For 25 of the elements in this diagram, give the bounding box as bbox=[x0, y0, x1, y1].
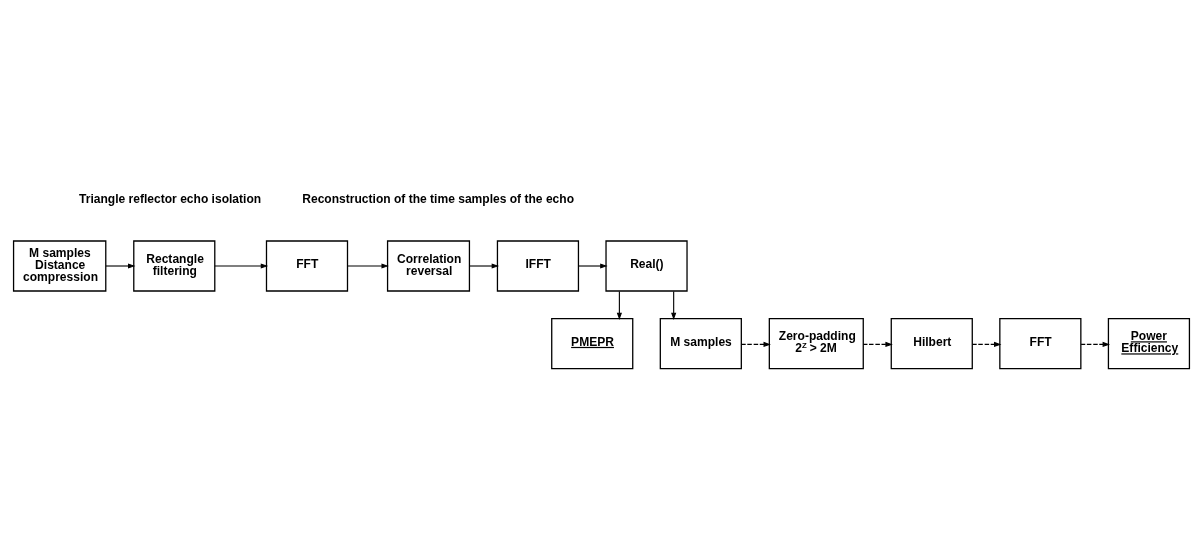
node-box: M samples Distance compression bbox=[12, 240, 107, 292]
node-box: FFT bbox=[265, 240, 349, 292]
arrow bbox=[214, 263, 269, 269]
node-box: FFT bbox=[999, 317, 1082, 370]
arrow bbox=[469, 263, 500, 269]
node-box: Hilbert bbox=[890, 317, 973, 370]
node-box: Rectangle filtering bbox=[133, 240, 216, 292]
arrow bbox=[862, 341, 893, 347]
node-box: PMEPR bbox=[551, 317, 634, 370]
node-box: Power Efficiency bbox=[1107, 317, 1191, 370]
arrow bbox=[578, 263, 608, 269]
label: Reconstruction of the time samples of the echo bbox=[302, 192, 575, 207]
node-box: M samples bbox=[659, 317, 742, 370]
node-box: Correlation reversal bbox=[386, 240, 471, 292]
node-box: Real() bbox=[605, 240, 688, 292]
arrow bbox=[616, 290, 622, 321]
arrow bbox=[105, 263, 136, 269]
node-box: IFFT bbox=[496, 240, 580, 292]
arrow bbox=[671, 290, 677, 321]
arrow bbox=[347, 263, 389, 269]
arrow bbox=[740, 341, 771, 347]
label: Triangle reflector echo isolation bbox=[79, 192, 262, 207]
arrow bbox=[1080, 341, 1110, 347]
node-box: Zero-padding 2$^{Z}$ > 2M bbox=[768, 317, 864, 370]
arrow bbox=[971, 341, 1002, 347]
